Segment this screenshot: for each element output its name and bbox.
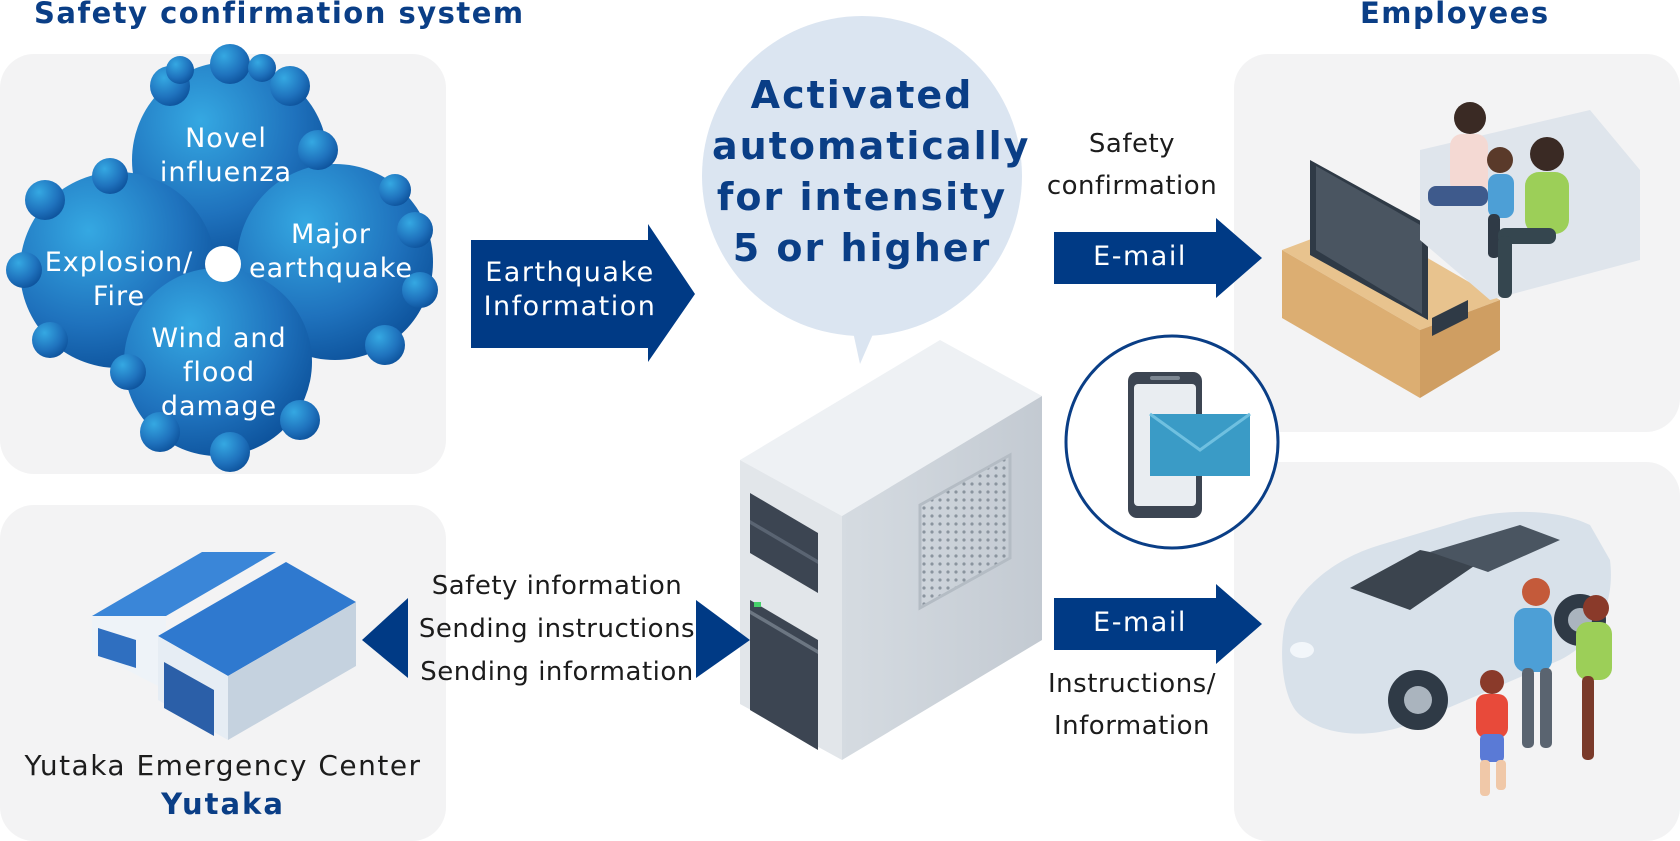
email-top-arrow xyxy=(1054,218,1262,298)
safety-confirmation-label: Safety confirmation xyxy=(1046,129,1218,201)
system-heading: Safety confirmation system xyxy=(34,0,525,30)
explosion-label: Explosion/ Fire xyxy=(44,247,194,312)
instructions-information-label: Instructions/ Information xyxy=(1048,669,1216,741)
family-car-icon xyxy=(1282,511,1612,796)
safety-information-label: Safety information xyxy=(431,571,683,601)
server-icon xyxy=(740,340,1042,760)
sending-instructions-label: Sending instructions xyxy=(418,614,696,644)
sending-information-label: Sending information xyxy=(420,657,694,687)
employees-heading: Employees xyxy=(1360,0,1550,30)
emergency-center-brand: Yutaka xyxy=(161,787,285,821)
arrow-to-server xyxy=(696,600,750,678)
wind-cloud xyxy=(124,268,312,456)
email-top-label: E-mail xyxy=(1093,241,1187,272)
earthquake-info-label: Earthquake Information xyxy=(483,257,657,322)
activation-bubble xyxy=(702,16,1022,364)
smartphone-mail-icon xyxy=(1064,334,1280,550)
emergency-center-name: Yutaka Emergency Center xyxy=(24,749,422,782)
influenza-label: Novel influenza xyxy=(159,123,293,188)
building-icon xyxy=(92,552,356,740)
family-tv-icon xyxy=(1282,102,1640,398)
cloud-bumps xyxy=(6,44,438,472)
email-bottom-label: E-mail xyxy=(1093,607,1187,638)
earthquake-arrow xyxy=(471,224,695,362)
disaster-clouds xyxy=(6,44,438,472)
arrow-to-center xyxy=(362,598,408,678)
wind-label: Wind and flood damage xyxy=(151,323,287,422)
cloud-center-gap xyxy=(205,246,241,282)
email-bottom-arrow xyxy=(1054,584,1262,664)
activation-text: Activated automatically for intensity 5 … xyxy=(712,73,1031,270)
earthquake-label: Major earthquake xyxy=(248,219,414,284)
